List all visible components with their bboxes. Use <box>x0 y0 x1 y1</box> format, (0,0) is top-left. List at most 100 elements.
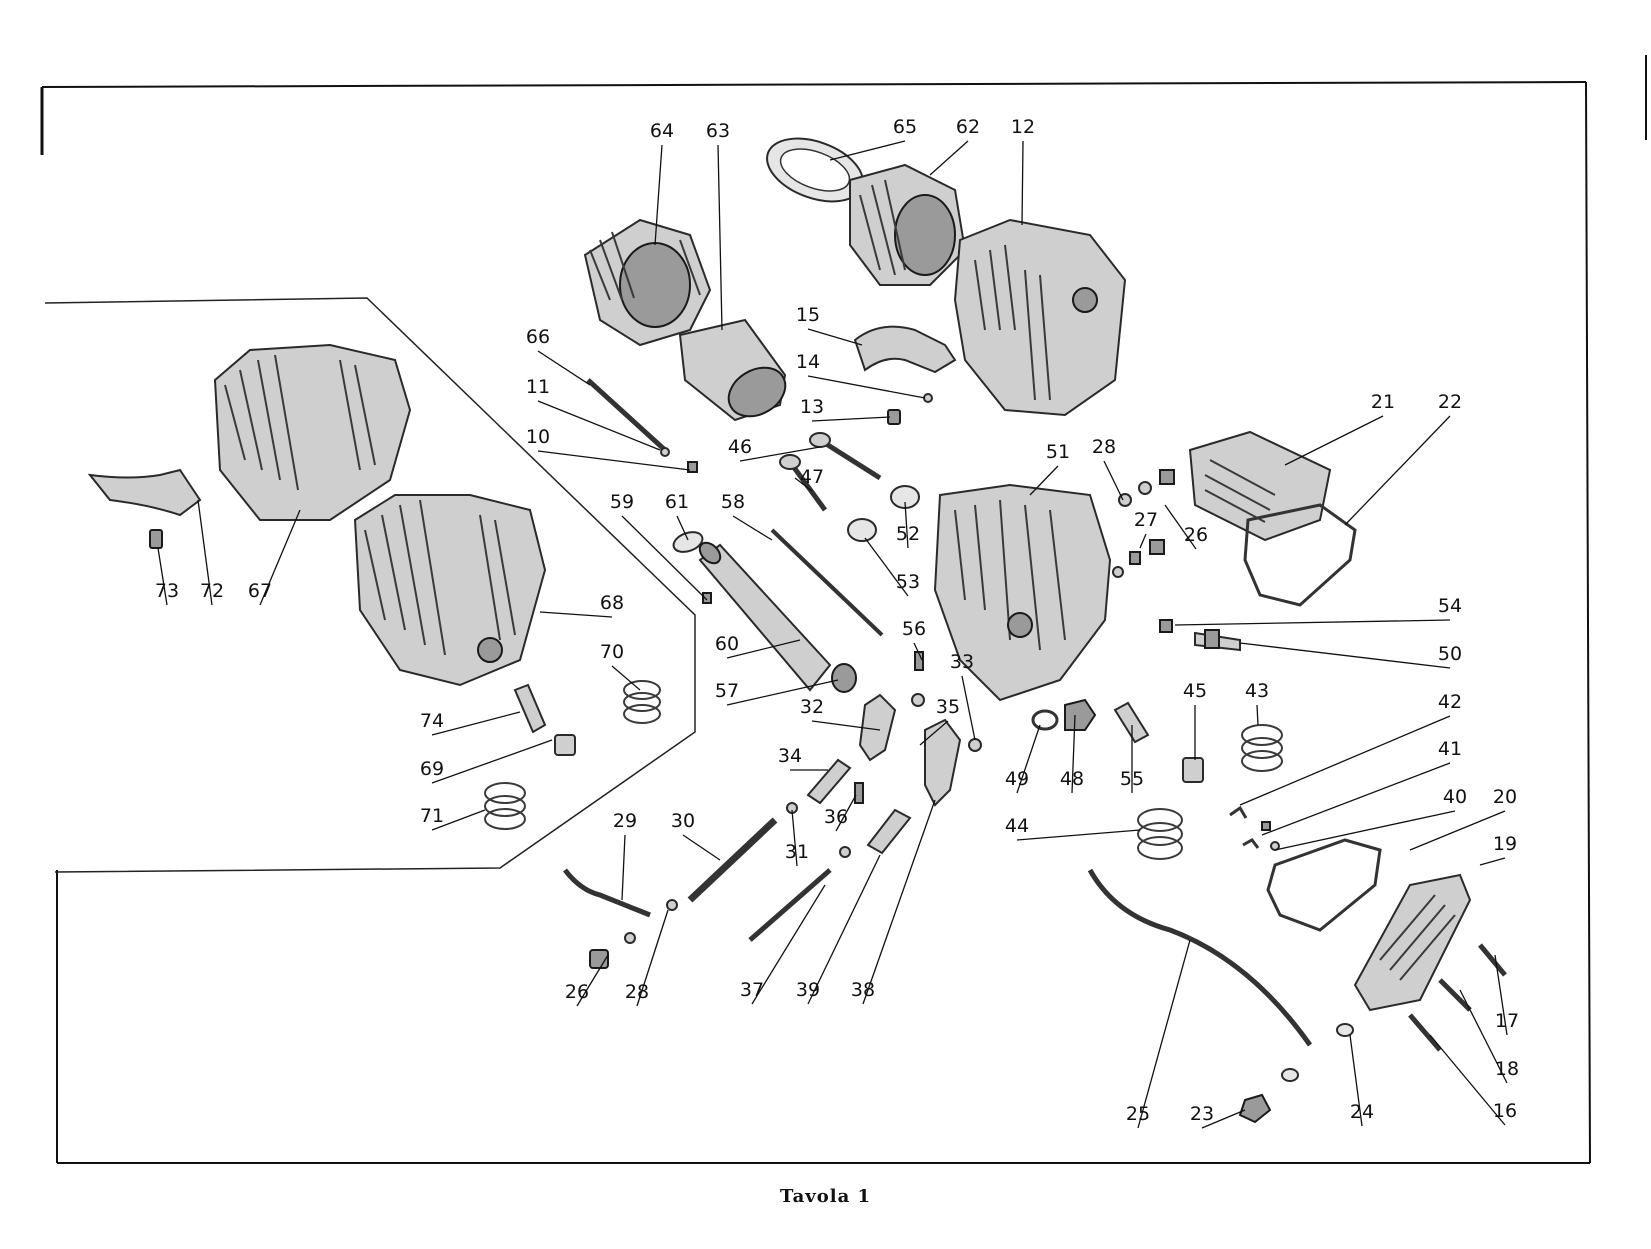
callout-number: 71 <box>420 805 444 827</box>
callout-number: 51 <box>1046 441 1070 463</box>
part-manifold-72 <box>87 468 202 517</box>
leader-line <box>811 720 881 731</box>
inset-outline <box>44 297 696 873</box>
leader-line <box>431 809 486 831</box>
callout-number: 22 <box>1438 391 1462 413</box>
part-ring-33b <box>968 738 982 752</box>
leader-line <box>1071 714 1076 794</box>
leader-line <box>576 954 609 1007</box>
callout-c11: 11 <box>526 376 661 451</box>
callout-c39: 39 <box>796 854 881 1005</box>
callout-c36: 36 <box>824 794 857 832</box>
part-rocker-38 <box>924 718 962 807</box>
part-oring-49 <box>1031 709 1059 731</box>
leader-line <box>791 809 798 867</box>
part-tappet-55 <box>1113 701 1150 744</box>
callout-c37: 37 <box>740 884 826 1005</box>
leader-line <box>676 515 689 541</box>
part-head-68 <box>353 494 547 687</box>
leader-line <box>751 884 826 1005</box>
callout-number: 34 <box>778 745 802 767</box>
callout-c56: 56 <box>902 618 926 661</box>
callout-number: 17 <box>1495 1010 1519 1032</box>
part-nut-69 <box>554 734 576 756</box>
callout-number: 38 <box>851 979 875 1001</box>
callout-number: 24 <box>1350 1101 1374 1123</box>
callout-number: 55 <box>1120 768 1144 790</box>
part-ring-27a <box>1138 481 1152 495</box>
part-pushrod-58 <box>770 528 884 637</box>
callout-c31: 31 <box>785 809 809 867</box>
callout-number: 73 <box>155 580 179 602</box>
part-valve-47 <box>779 454 828 512</box>
part-ring-28b <box>624 932 636 944</box>
page-frame <box>40 55 1647 1164</box>
callout-c66: 66 <box>526 326 591 386</box>
leader-line <box>1284 415 1384 466</box>
leader-line <box>739 446 821 462</box>
callout-number: 27 <box>1134 509 1158 531</box>
callout-number: 68 <box>600 592 624 614</box>
callout-number: 20 <box>1493 786 1517 808</box>
callout-c60: 60 <box>715 633 801 659</box>
callout-number: 56 <box>902 618 926 640</box>
callout-number: 28 <box>625 981 649 1003</box>
part-bolt-17 <box>1478 943 1507 977</box>
part-shaft-30 <box>687 817 778 903</box>
callout-c54: 54 <box>1174 595 1462 626</box>
part-bolt-74 <box>513 683 547 734</box>
callout-c30: 30 <box>671 810 721 861</box>
part-seat-53 <box>847 518 877 542</box>
callout-number: 33 <box>950 651 974 673</box>
callout-c40: 40 <box>1274 786 1467 851</box>
callout-c71: 71 <box>420 805 486 831</box>
callout-number: 13 <box>800 396 824 418</box>
callout-number: 42 <box>1438 691 1462 713</box>
callout-number: 18 <box>1495 1058 1519 1080</box>
callout-number: 49 <box>1005 768 1029 790</box>
callout-number: 26 <box>565 981 589 1003</box>
callout-number: 37 <box>740 979 764 1001</box>
part-washer-11 <box>660 447 670 457</box>
callout-c18: 18 <box>1459 989 1519 1084</box>
callout-c13: 13 <box>800 396 891 422</box>
leader-line <box>621 515 708 601</box>
callout-c26b: 26 <box>565 954 609 1007</box>
callout-number: 74 <box>420 710 444 732</box>
leader-line <box>1239 715 1451 806</box>
leader-line <box>726 639 801 659</box>
callout-c57: 57 <box>715 679 839 706</box>
callout-c34: 34 <box>778 745 828 771</box>
callout-c41: 41 <box>1261 738 1462 836</box>
callout-c64: 64 <box>650 120 674 246</box>
part-cover-21 <box>1188 430 1332 542</box>
part-spring-43 <box>1241 724 1283 772</box>
leader-line <box>1029 465 1059 496</box>
callout-number: 41 <box>1438 738 1462 760</box>
part-head-67 <box>213 343 412 521</box>
leader-line <box>1429 1034 1506 1126</box>
callout-c10: 10 <box>526 426 691 471</box>
leader-line <box>1479 857 1506 866</box>
part-bolt-36 <box>854 782 864 804</box>
callout-c68: 68 <box>539 592 624 618</box>
part-ring-28c <box>1112 566 1124 578</box>
callout-c44: 44 <box>1005 815 1141 841</box>
callout-number: 61 <box>665 491 689 513</box>
callout-number: 52 <box>896 523 920 545</box>
part-gasket-22 <box>1243 503 1357 607</box>
callout-number: 59 <box>610 491 634 513</box>
leader-line <box>1021 140 1024 226</box>
callout-c33: 33 <box>950 651 976 741</box>
leader-line <box>1139 533 1147 549</box>
callout-c59: 59 <box>610 491 708 601</box>
leader-line <box>539 611 613 618</box>
callout-c19: 19 <box>1479 833 1517 866</box>
leader-line <box>1344 415 1451 526</box>
part-bolt-18 <box>1438 978 1472 1012</box>
leader-line <box>537 350 591 386</box>
part-sump-19 <box>1353 873 1472 1012</box>
leader-line <box>864 537 909 597</box>
part-nut-48 <box>1064 698 1097 731</box>
